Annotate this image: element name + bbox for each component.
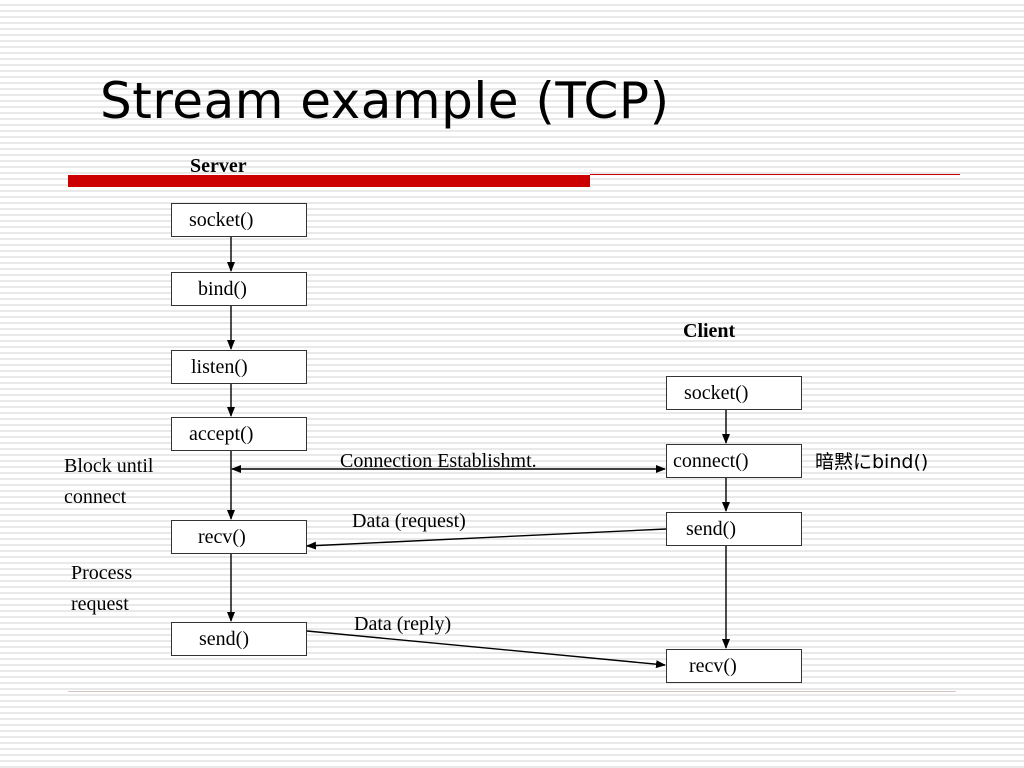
- client-connect-box: connect(): [666, 444, 802, 478]
- connection-establish-label: Connection Establishmt.: [340, 450, 537, 472]
- client-recv-box: recv(): [666, 649, 802, 683]
- server-bind-box: bind(): [171, 272, 307, 306]
- server-send-box: send(): [171, 622, 307, 656]
- slide-title: Stream example (TCP): [100, 72, 670, 130]
- server-heading: Server: [190, 155, 247, 177]
- block-until-connect-note-line1: Block until: [64, 455, 154, 477]
- title-underline-line: [590, 174, 960, 175]
- data-reply-label: Data (reply): [354, 613, 452, 635]
- client-heading: Client: [683, 320, 736, 342]
- data-request-label: Data (request): [352, 510, 466, 532]
- process-request-note-line2: request: [71, 593, 129, 615]
- process-request-note-line1: Process: [71, 562, 133, 584]
- client-socket-box: socket(): [666, 376, 802, 410]
- server-recv-box: recv(): [171, 520, 307, 554]
- server-accept-box: accept(): [171, 417, 307, 451]
- title-underline-bar: [68, 175, 590, 187]
- block-until-connect-note-line2: connect: [64, 486, 127, 508]
- implicit-bind-note: 暗黙にbind(): [815, 451, 929, 473]
- server-socket-box: socket(): [171, 203, 307, 237]
- server-listen-box: listen(): [171, 350, 307, 384]
- client-send-box: send(): [666, 512, 802, 546]
- footer-divider: [68, 691, 956, 692]
